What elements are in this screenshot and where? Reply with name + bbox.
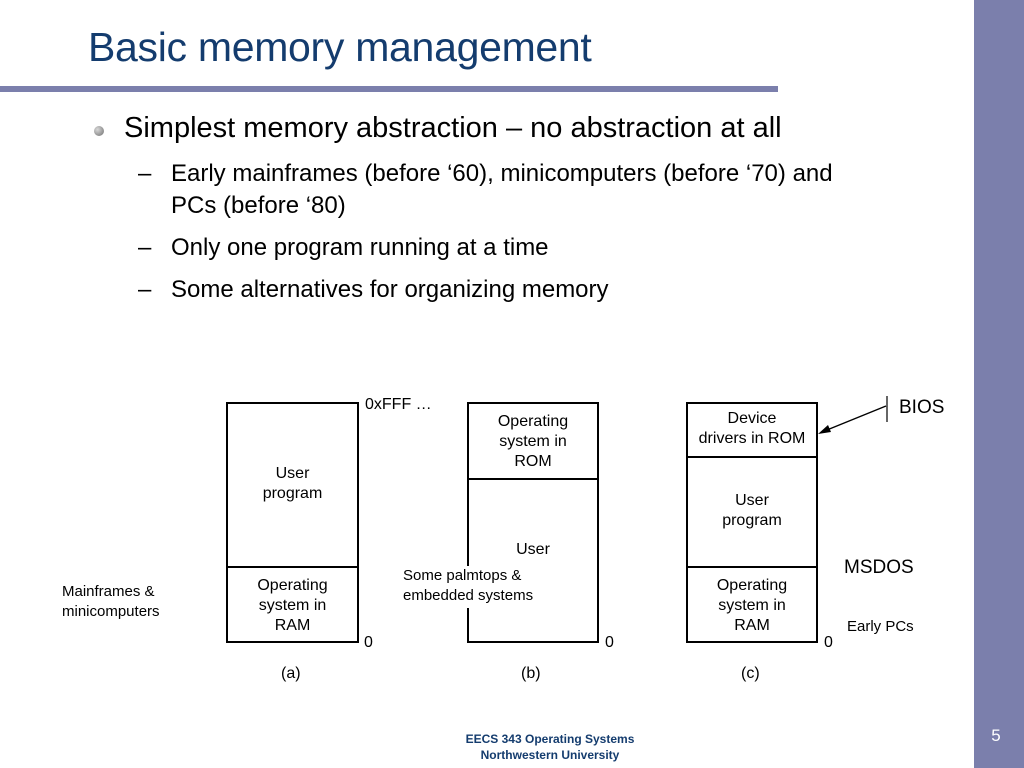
sub-bullet-3: Some alternatives for organizing memory [171, 276, 609, 303]
bios-label: BIOS [899, 397, 945, 418]
sub-bullet-1b: PCs (before ‘80) [171, 192, 346, 219]
sub-bullet-1a: Early mainframes (before ‘60), minicompu… [171, 160, 833, 187]
bullet-dot-icon [94, 126, 104, 136]
bullet-main: Simplest memory abstraction – no abstrac… [124, 112, 782, 144]
caption-c: (c) [741, 665, 760, 682]
footer-course: EECS 343 Operating Systems [465, 732, 635, 746]
b-user-program: User [516, 541, 550, 558]
divider-c-top [686, 456, 818, 458]
sub-bullet-2: Only one program running at a time [171, 234, 549, 261]
note-palmtops: Some palmtops &embedded systems [400, 566, 538, 608]
bios-arrow-icon [818, 396, 888, 434]
dash-3: – [138, 276, 152, 303]
slide-title: Basic memory management [88, 24, 592, 70]
note-early-pcs: Early PCs [847, 618, 914, 635]
memory-box-c [686, 402, 818, 643]
footer-university: Northwestern University [480, 748, 620, 762]
dash-1: – [138, 160, 152, 187]
msdos-label: MSDOS [844, 557, 914, 578]
zero-label-a: 0 [364, 634, 373, 651]
footer: EECS 343 Operating Systems Northwestern … [410, 731, 690, 763]
note-mainframes: Mainframes &minicomputers [62, 583, 160, 620]
title-rule [0, 86, 778, 92]
dash-2: – [138, 234, 152, 261]
divider-b [467, 478, 599, 480]
slide-number: 5 [991, 726, 1001, 745]
zero-label-c: 0 [824, 634, 833, 651]
divider-c-bottom [686, 566, 818, 568]
caption-a: (a) [281, 665, 301, 682]
top-address-label: 0xFFF … [365, 396, 432, 413]
divider-a [226, 566, 359, 568]
caption-b: (b) [521, 665, 541, 682]
side-bar [974, 0, 1024, 768]
memory-box-a [226, 402, 359, 643]
zero-label-b: 0 [605, 634, 614, 651]
